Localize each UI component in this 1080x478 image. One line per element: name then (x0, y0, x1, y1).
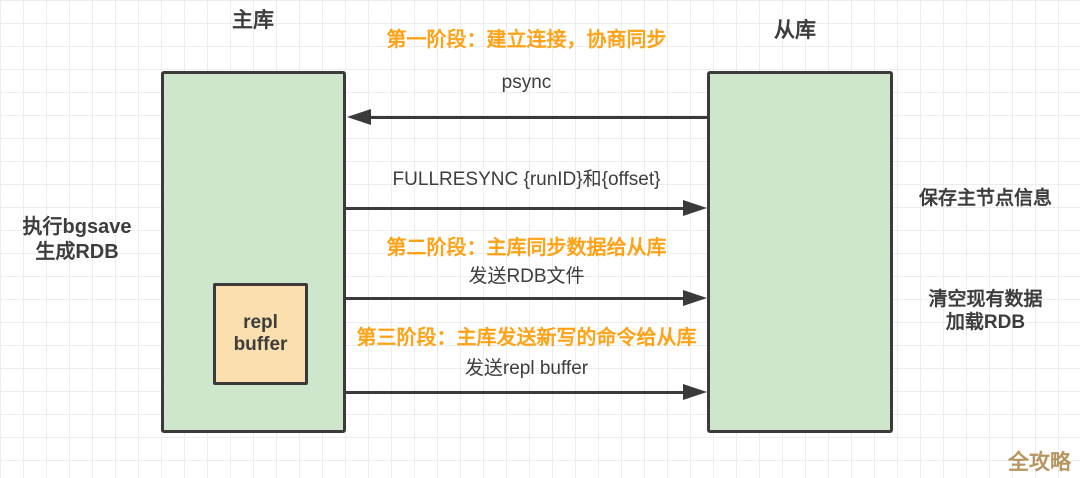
arrowhead-right-icon (683, 200, 707, 216)
phase1-heading: 第一阶段：建立连接，协商同步 (386, 29, 667, 51)
arrow-send-rdb (346, 290, 707, 306)
arrowhead-right-icon (683, 384, 707, 400)
phase3-heading: 第三阶段：主库发送新写的命令给从库 (356, 327, 697, 349)
arrowhead-right-icon (683, 290, 707, 306)
master-title: 主库 (232, 9, 274, 32)
arrow-fullresync (346, 200, 707, 216)
master-note-bgsave: 执行bgsave 生成RDB (22, 216, 132, 263)
slave-note-save-info: 保存主节点信息 (918, 188, 1052, 209)
message-send-repl-buffer: 发送repl buffer (464, 358, 589, 379)
message-send-rdb: 发送RDB文件 (468, 266, 585, 287)
repl-buffer-box: repl buffer (213, 283, 308, 385)
slave-note-clear-load: 清空现有数据 加载RDB (928, 289, 1043, 333)
message-psync: psync (501, 72, 552, 93)
arrowhead-left-icon (347, 109, 371, 125)
phase2-heading: 第二阶段：主库同步数据给从库 (386, 237, 667, 259)
slave-node (707, 71, 893, 433)
message-fullresync: FULLRESYNC {runID}和{offset} (392, 169, 661, 190)
watermark-text: 全攻略 (1008, 451, 1071, 474)
repl-buffer-label: repl buffer (233, 312, 288, 355)
arrow-send-repl-buffer (346, 384, 707, 400)
slave-title: 从库 (774, 19, 816, 42)
arrow-psync (347, 109, 707, 125)
